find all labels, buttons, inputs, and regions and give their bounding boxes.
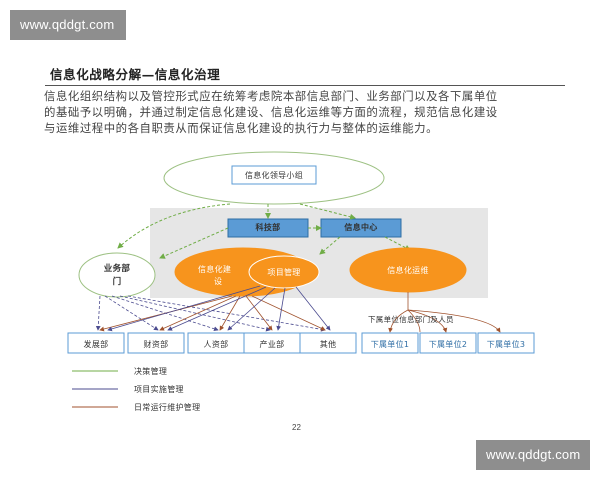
dept-label-industry: 产业部 (259, 340, 285, 349)
subsidiary-label-3: 下属单位3 (486, 340, 526, 349)
dept-label-development: 发展部 (83, 340, 109, 349)
dept-label-finance: 财资部 (143, 340, 169, 349)
leadership-label: 信息化领导小组 (244, 171, 304, 180)
subsidiary-label-2: 下属单位2 (428, 340, 468, 349)
project-to-dept-lines (107, 285, 331, 332)
it-ops-label: 信息化运维 (387, 266, 429, 275)
green-line (299, 203, 356, 220)
dept-label-other: 其他 (319, 340, 337, 349)
it-build-label-2: 设 (214, 277, 223, 286)
page-number: 22 (292, 423, 301, 432)
info-center-label: 信息中心 (344, 223, 378, 232)
title-divider (45, 85, 565, 86)
legend-project-label: 项目实施管理 (134, 385, 184, 394)
business-dept-label: 业务部 (103, 264, 131, 274)
business-to-dept-lines (95, 295, 326, 332)
sub-ops-label: 下属单位信息部门及人员 (368, 315, 454, 324)
ops-to-subsidiary-lines (388, 292, 501, 333)
body-paragraph: 信息化组织结构以及管控形式应在统筹考虑院本部信息部门、业务部门以及各下属单位 的… (44, 88, 564, 136)
business-dept-label-2: 门 (112, 277, 122, 287)
it-build-label: 信息化建 (198, 265, 232, 274)
paragraph-line: 与运维过程中的各自职责从而保证信息化建设的执行力与整体的运维能力。 (44, 121, 439, 135)
green-line (117, 203, 231, 249)
green-line (384, 236, 411, 251)
tech-dept-label: 科技部 (255, 223, 281, 232)
subsidiary-label-1: 下属单位1 (370, 340, 410, 349)
green-line (319, 236, 341, 255)
dept-label-hr: 人资部 (203, 340, 229, 349)
watermark-top: www.qddgt.com (10, 10, 126, 40)
diagram-background-panel (150, 208, 488, 298)
green-line (159, 227, 229, 259)
legend-ops-label: 日常运行维护管理 (134, 403, 201, 412)
watermark-bottom: www.qddgt.com (476, 440, 590, 470)
page-title: 信息化战略分解—信息化治理 (50, 67, 221, 82)
paragraph-line: 信息化组织结构以及管控形式应在统筹考虑院本部信息部门、业务部门以及各下属单位 (44, 89, 498, 103)
project-mgmt-label: 项目管理 (267, 268, 301, 277)
it-build-to-dept-lines (99, 295, 326, 332)
legend-decision-label: 决策管理 (134, 367, 168, 376)
paragraph-line: 的基础予以明确，并通过制定信息化建设、信息化运维等方面的流程，规范信息化建设 (44, 105, 498, 119)
